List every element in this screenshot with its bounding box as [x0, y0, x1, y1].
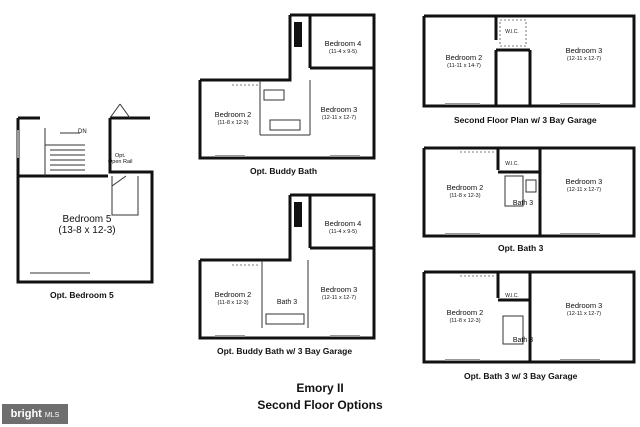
buddy-bedroom4-label: Bedroom 4 (11-4 x 9-5) — [318, 40, 368, 56]
sf3bay-bedroom3-name: Bedroom 3 — [565, 46, 603, 55]
buddy-bedroom3-label: Bedroom 3 (12-11 x 12-7) — [316, 106, 362, 122]
second-floor-3bay-plan — [422, 14, 636, 108]
buddy3bay-bedroom2-label: Bedroom 2 (11-8 x 12-3) — [210, 291, 256, 307]
buddy3bay-bedroom4-label: Bedroom 4 (11-4 x 9-5) — [318, 220, 368, 236]
buddy-bedroom2-name: Bedroom 2 — [214, 110, 252, 119]
bath3-3bay-bedroom3-dims: (12-11 x 12-7) — [566, 311, 602, 317]
open-rail-label: Opt. Open Rail — [108, 153, 132, 165]
buddy-bedroom3-dims: (12-11 x 12-7) — [321, 115, 357, 121]
model-title: Emory II — [296, 381, 344, 395]
dn-label: DN — [78, 129, 87, 135]
bath3-3bay-plan — [422, 270, 636, 364]
bath3-bedroom3-dims: (12-11 x 12-7) — [566, 187, 602, 193]
bath3-wic-label: W.I.C. — [505, 161, 519, 167]
buddy-bath-3bay-plan — [198, 193, 376, 340]
buddy3bay-bedroom3-label: Bedroom 3 (12-11 x 12-7) — [316, 286, 362, 302]
buddy-bath-3bay-caption: Opt. Buddy Bath w/ 3 Bay Garage — [217, 346, 353, 356]
buddy-bedroom4-dims: (11-4 x 9-5) — [328, 49, 358, 55]
bath3-3bay-wic-label: W.I.C. — [505, 293, 519, 299]
bath3-bedroom2-label: Bedroom 2 (11-8 x 12-3) — [438, 184, 492, 200]
buddy3bay-bedroom3-dims: (12-11 x 12-7) — [321, 295, 357, 301]
bath3-3bay-bedroom2-name: Bedroom 2 — [446, 308, 484, 317]
bedroom5-dims: (13-8 x 12-3) — [58, 225, 116, 236]
page-subtitle: Second Floor Options — [257, 398, 383, 412]
bath3-bedroom3-label: Bedroom 3 (12-11 x 12-7) — [556, 178, 612, 194]
buddy3bay-bedroom4-name: Bedroom 4 — [324, 219, 362, 228]
watermark-brand: bright — [10, 408, 42, 420]
buddy-bath-plan — [198, 13, 376, 160]
watermark-suffix: MLS — [44, 412, 60, 419]
bath3-bedroom2-dims: (11-8 x 12-3) — [449, 193, 481, 199]
sf3bay-bedroom3-label: Bedroom 3 (12-11 x 12-7) — [556, 47, 612, 63]
bedroom5-name: Bedroom 5 — [62, 214, 112, 225]
sf3bay-bedroom2-name: Bedroom 2 — [445, 53, 483, 62]
buddy-bedroom4-name: Bedroom 4 — [324, 39, 362, 48]
bedroom5-caption: Opt. Bedroom 5 — [50, 290, 114, 300]
buddy3bay-bath-label: Bath 3 — [276, 299, 298, 306]
sf3bay-wic-label: W.I.C. — [505, 29, 519, 35]
second-floor-3bay-caption: Second Floor Plan w/ 3 Bay Garage — [454, 115, 597, 125]
bath3-bedroom3-name: Bedroom 3 — [565, 177, 603, 186]
buddy-bath-caption: Opt. Buddy Bath — [250, 166, 318, 176]
buddy3bay-bedroom2-name: Bedroom 2 — [214, 290, 252, 299]
bright-mls-watermark: bright MLS — [2, 404, 68, 424]
bath3-plan — [422, 146, 636, 238]
buddy3bay-bedroom3-name: Bedroom 3 — [320, 285, 358, 294]
buddy-bedroom3-name: Bedroom 3 — [320, 105, 358, 114]
open-rail-label-1: Opt. — [115, 153, 126, 159]
sf3bay-bedroom2-label: Bedroom 2 (11-11 x 14-7) — [436, 54, 492, 70]
bath3-bedroom2-name: Bedroom 2 — [446, 183, 484, 192]
open-rail-label-2: Open Rail — [108, 159, 133, 165]
buddy3bay-bedroom4-dims: (11-4 x 9-5) — [328, 229, 358, 235]
bath3-bath-label: Bath 3 — [512, 200, 534, 207]
bath3-3bay-bedroom3-name: Bedroom 3 — [565, 301, 603, 310]
sf3bay-bedroom2-dims: (11-11 x 14-7) — [447, 63, 481, 69]
bath3-3bay-bedroom2-dims: (11-8 x 12-3) — [449, 318, 481, 324]
buddy-bedroom2-label: Bedroom 2 (11-8 x 12-3) — [210, 111, 256, 127]
buddy-bedroom2-dims: (11-8 x 12-3) — [217, 120, 249, 126]
bath3-3bay-bedroom2-label: Bedroom 2 (11-8 x 12-3) — [438, 309, 492, 325]
bath3-3bay-caption: Opt. Bath 3 w/ 3 Bay Garage — [464, 371, 578, 381]
sf3bay-bedroom3-dims: (12-11 x 12-7) — [566, 56, 602, 62]
bath3-caption: Opt. Bath 3 — [498, 243, 544, 253]
bedroom5-plan — [16, 103, 154, 284]
bedroom5-room-label: Bedroom 5 (13-8 x 12-3) — [42, 214, 132, 236]
bath3-3bay-bedroom3-label: Bedroom 3 (12-11 x 12-7) — [556, 302, 612, 318]
buddy3bay-bedroom2-dims: (11-8 x 12-3) — [217, 300, 249, 306]
bath3-3bay-bath-label: Bath 3 — [512, 337, 534, 344]
